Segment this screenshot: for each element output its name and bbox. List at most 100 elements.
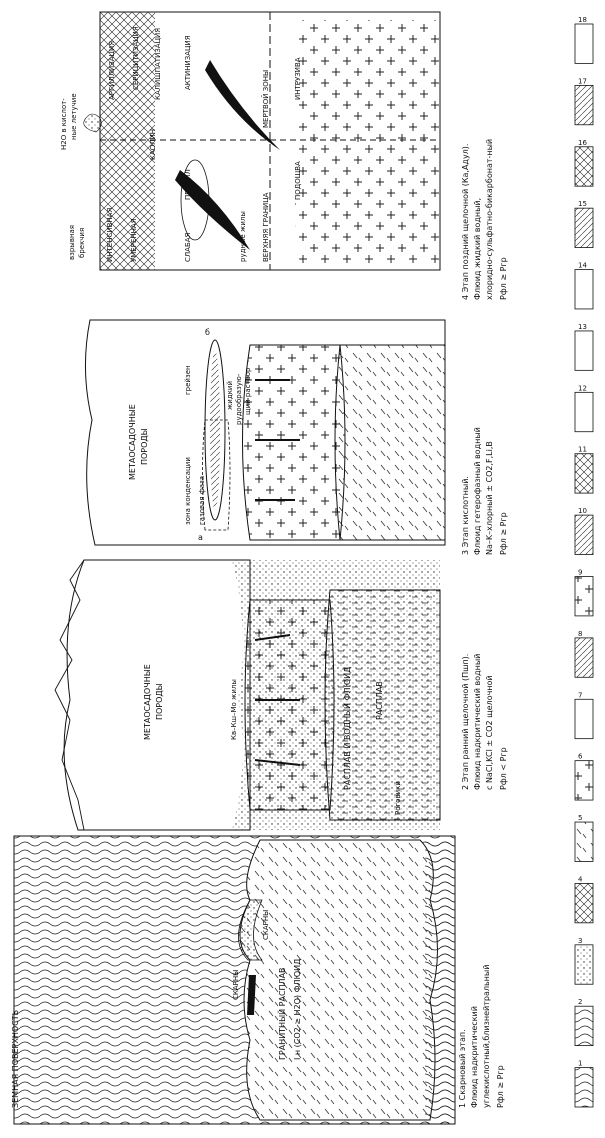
- legend-swatch: [575, 331, 593, 370]
- stage-1-skarn-label-left: СКАРНЫ: [232, 970, 240, 1000]
- legend-swatch: [575, 945, 593, 984]
- stage-4-kalish-label: КАЛИШПАТИЗАЦИЯ: [154, 28, 162, 100]
- stage-2-rocks-label-2: ПОРОДЫ: [155, 683, 164, 720]
- stage-4-panel: H2O в кислот- ные летучие взрывная брекч…: [60, 12, 508, 300]
- legend-number: 18: [578, 16, 587, 24]
- legend-number: 13: [578, 323, 587, 331]
- legend-number: 1: [578, 1060, 582, 1068]
- stage-3-panel: МЕТАОСАДОЧНЫЕ ПОРОДЫ грейзен зона конден…: [85, 320, 508, 555]
- legend-swatch: [575, 1068, 593, 1107]
- legend-number: 10: [578, 507, 587, 515]
- stage-4-roof-label: ВЕРХНЯЯ ГРАНИЦА: [262, 192, 270, 262]
- legend-swatch: [575, 24, 593, 63]
- stage-4-breccia-label-1: взрывная: [68, 225, 76, 260]
- stage-1-caption-1: 1 Скарновый этап.: [458, 1029, 467, 1108]
- stage-3-caption-3: Na–K–хлорный ± CO2,F,Li,B: [485, 441, 494, 555]
- stage-4-caption-2: Флюид жидкий водный,: [473, 198, 482, 300]
- stage-2-caption-4: Рфл < Ргр: [499, 747, 508, 790]
- stage-3-melt: [335, 345, 445, 540]
- stage-3-mark-a: а: [198, 533, 203, 542]
- stage-3-condensation-label: зона конденсации: [184, 457, 192, 525]
- stage-4-dead-zone-label: МЕРТВОЙ ЗОНЫ: [261, 70, 270, 128]
- stage-2-caption-3: с NaCl,KCl ± CO2 щелочной: [485, 675, 494, 790]
- stage-2-hornfels-label: Роговики: [394, 781, 402, 815]
- legend-number: 15: [578, 200, 587, 208]
- stage-4-actin-label: АКТИНИЗАЦИЯ: [184, 35, 192, 90]
- legend-swatch: [575, 1006, 593, 1045]
- stage-1-caption-2: Флюид надкритический: [470, 1006, 479, 1108]
- legend-swatch: [575, 270, 593, 309]
- stage-4-weak-label: СЛАБАЯ: [184, 232, 192, 262]
- stage-4-intrusion: [295, 20, 440, 265]
- legend-swatch: [575, 147, 593, 186]
- stage-2-caption-1: 2 Этап ранний щелочной (Пшп).: [461, 654, 470, 790]
- stage-3-greisen-label: грейзен: [184, 365, 192, 395]
- legend-number: 17: [578, 77, 587, 85]
- legend-number: 7: [578, 691, 582, 699]
- stage-3-liquid-label-2: рудообразую-: [235, 373, 243, 425]
- legend-swatch: [575, 515, 593, 554]
- stage-3-greisen-hatch: [210, 350, 220, 510]
- stage-4-intrusion-label: ИНТРУЗИВА: [294, 57, 302, 100]
- legend-swatch: [575, 577, 593, 616]
- legend-swatch: [575, 761, 593, 800]
- stage-3-rocks-label-1: МЕТАОСАДОЧНЫЕ: [128, 404, 137, 480]
- legend-swatch: [575, 208, 593, 247]
- legend-swatch: [575, 638, 593, 677]
- legend-number: 16: [578, 139, 587, 147]
- stage-2-melt-label: РАСПЛАВ: [375, 681, 384, 720]
- stage-4-caption-1: 4 Этап поздний щелочной (Ка,Адул).: [461, 144, 470, 300]
- legend-number: 5: [578, 814, 582, 822]
- legend-swatch: [575, 392, 593, 431]
- legend-number: 12: [578, 384, 587, 392]
- stage-3-rocks-label-2: ПОРОДЫ: [140, 428, 149, 465]
- stage-3-granite: [243, 345, 346, 540]
- legend-number: 11: [578, 446, 587, 454]
- stage-1-caption-3: углекислотный,близнейтральный: [482, 965, 491, 1108]
- stage-3-mark-b: б: [205, 328, 210, 337]
- stage-2-caption-2: Флюид надкритический водный: [473, 654, 482, 790]
- stage-2-granite: [245, 600, 334, 810]
- stage-4-argil-label: АРГИЛЛИЗАЦИЯ: [108, 41, 116, 100]
- stage-1-skarn-label-right: СКАРНЫ: [262, 910, 270, 940]
- stage-3-gas-label: газовая фаза: [198, 476, 206, 525]
- legend-swatch: [575, 85, 593, 124]
- legend: 123456789101112131415161718: [575, 16, 593, 1107]
- legend-swatch: [575, 454, 593, 493]
- stage-2-melt-fluid-label: РАСПЛАВ И ВОДНЫЙ ФЛЮИД: [341, 667, 352, 790]
- stage-4-sole-label: ПОДОШВА: [294, 161, 302, 200]
- stage-3-liquid-label-1: жидкий: [226, 381, 234, 410]
- legend-swatch: [575, 822, 593, 861]
- stage-4-h2o-label: H2O в кислот-: [60, 98, 68, 150]
- legend-swatch: [575, 699, 593, 738]
- stage-4-sericit-label: СЕРИЦИТИЗАЦИЯ: [132, 26, 140, 90]
- legend-number: 14: [578, 262, 587, 270]
- stage-1-melt-label: ГРАНИТНЫЙ РАСПЛАВ: [276, 967, 287, 1060]
- stage-1-melt-fill: [240, 840, 438, 1120]
- legend-number: 8: [578, 630, 582, 638]
- stage-3-caption-1: 3 Этап кислотный.: [461, 476, 470, 555]
- legend-swatch: [575, 883, 593, 922]
- stage-1-caption-4: Рфл ≥ Ргр: [496, 1065, 505, 1108]
- stage-4-breccia-label-2: брекчия: [78, 228, 86, 258]
- stage-3-liquid-label-3: щий раствор: [244, 367, 252, 415]
- legend-number: 9: [578, 569, 582, 577]
- stage-2-veins-label: Кв–Кш–Мо жилы: [230, 679, 238, 740]
- stage-4-kaolin-label: КАОЛИН: [149, 129, 157, 160]
- stage-4-moderate-label: УМЕРЕННАЯ: [130, 218, 138, 262]
- stage-4-propyl-label: ПРОПИЛ: [184, 169, 192, 200]
- stage-4-caption-3: хлоридно-сульфатно-бикарбонат-ный: [485, 139, 494, 300]
- stage-3-caption-2: Флюид гетерофазный водный: [473, 427, 482, 555]
- legend-number: 3: [578, 937, 582, 945]
- stage-4-h2o-label-2: ные летучие: [70, 93, 78, 140]
- stage-3-caption-4: Рфл ≥ Ргр: [499, 512, 508, 555]
- stage-2-rocks-label-1: МЕТАОСАДОЧНЫЕ: [143, 664, 152, 740]
- stage-4-intensive-label: ИНТЕНСИВНАЯ: [106, 208, 114, 262]
- legend-number: 4: [578, 875, 583, 883]
- stage-4-caption-4: Рфл ≥ Ргр: [499, 257, 508, 300]
- stage-1-fluid-label: I н (CO2 ≥ H2O) ФЛЮИД: [293, 959, 302, 1060]
- stage-1-surface-label: ЗЕМНАЯ ПОВЕРХНОСТЬ: [11, 1010, 20, 1108]
- legend-number: 6: [578, 753, 583, 761]
- legend-number: 2: [578, 998, 582, 1006]
